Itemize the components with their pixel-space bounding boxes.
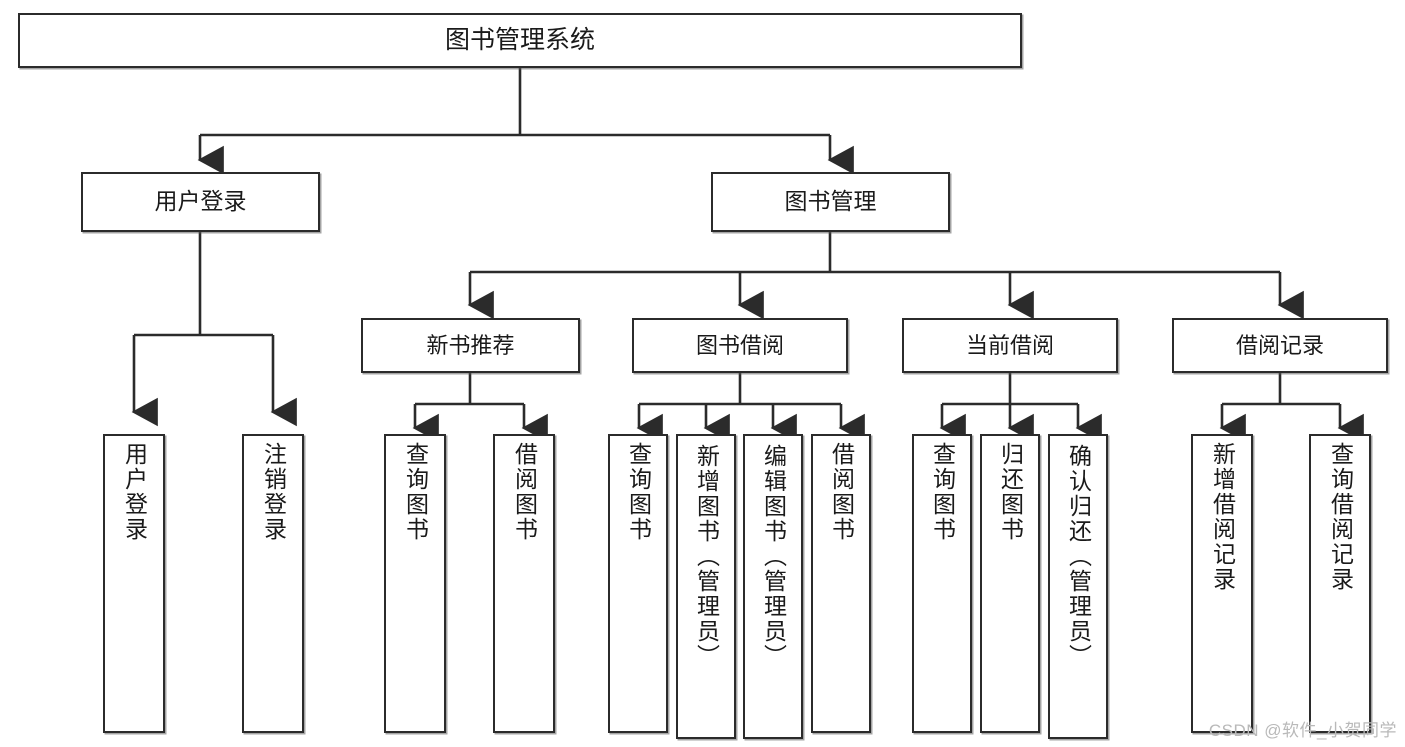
leaf-borrow-book-1-label: 借阅图书 bbox=[511, 442, 538, 542]
node-user-login-label: 用户登录 bbox=[154, 188, 247, 215]
node-book-manage-label: 图书管理 bbox=[784, 188, 877, 215]
leaf-confirm-return-label: 确认归还（管理员） bbox=[1065, 444, 1092, 669]
leaf-add-record-label: 新增借阅记录 bbox=[1209, 442, 1236, 592]
node-current-borrow[interactable]: 当前借阅 bbox=[902, 318, 1118, 373]
leaf-logout-login-label: 注销登录 bbox=[260, 442, 287, 542]
leaf-query-record[interactable]: 查询借阅记录 bbox=[1309, 434, 1371, 733]
node-root-label: 图书管理系统 bbox=[444, 25, 595, 54]
leaf-add-book-label: 新增图书（管理员） bbox=[693, 444, 720, 669]
csdn-watermark: CSDN @软件_小贺同学 bbox=[1208, 721, 1397, 740]
node-new-book-recommend-label: 新书推荐 bbox=[426, 332, 515, 358]
node-user-login[interactable]: 用户登录 bbox=[81, 172, 320, 232]
leaf-query-book-1-label: 查询图书 bbox=[402, 442, 429, 542]
leaf-borrow-book-2[interactable]: 借阅图书 bbox=[811, 434, 871, 733]
node-book-manage[interactable]: 图书管理 bbox=[711, 172, 950, 232]
leaf-edit-book[interactable]: 编辑图书（管理员） bbox=[743, 434, 803, 739]
leaf-query-book-2-label: 查询图书 bbox=[625, 442, 652, 542]
leaf-add-book[interactable]: 新增图书（管理员） bbox=[676, 434, 736, 739]
node-current-borrow-label: 当前借阅 bbox=[965, 332, 1054, 358]
node-borrow-record[interactable]: 借阅记录 bbox=[1172, 318, 1388, 373]
node-book-borrow-label: 图书借阅 bbox=[695, 332, 784, 358]
leaf-return-book[interactable]: 归还图书 bbox=[980, 434, 1040, 733]
leaf-query-book-1[interactable]: 查询图书 bbox=[384, 434, 446, 733]
leaf-user-login[interactable]: 用户登录 bbox=[103, 434, 165, 733]
leaf-return-book-label: 归还图书 bbox=[997, 442, 1024, 542]
leaf-add-record[interactable]: 新增借阅记录 bbox=[1191, 434, 1253, 733]
node-book-borrow[interactable]: 图书借阅 bbox=[632, 318, 848, 373]
leaf-user-login-label: 用户登录 bbox=[121, 442, 148, 542]
leaf-query-book-3-label: 查询图书 bbox=[929, 442, 956, 542]
leaf-borrow-book-1[interactable]: 借阅图书 bbox=[493, 434, 555, 733]
node-root-system[interactable]: 图书管理系统 bbox=[18, 13, 1022, 68]
leaf-logout-login[interactable]: 注销登录 bbox=[242, 434, 304, 733]
leaf-confirm-return[interactable]: 确认归还（管理员） bbox=[1048, 434, 1108, 739]
leaf-query-book-3[interactable]: 查询图书 bbox=[912, 434, 972, 733]
node-new-book-recommend[interactable]: 新书推荐 bbox=[361, 318, 580, 373]
node-borrow-record-label: 借阅记录 bbox=[1235, 332, 1324, 358]
leaf-query-record-label: 查询借阅记录 bbox=[1327, 442, 1354, 592]
leaf-edit-book-label: 编辑图书（管理员） bbox=[760, 444, 787, 669]
leaf-query-book-2[interactable]: 查询图书 bbox=[608, 434, 668, 733]
leaf-borrow-book-2-label: 借阅图书 bbox=[828, 442, 855, 542]
